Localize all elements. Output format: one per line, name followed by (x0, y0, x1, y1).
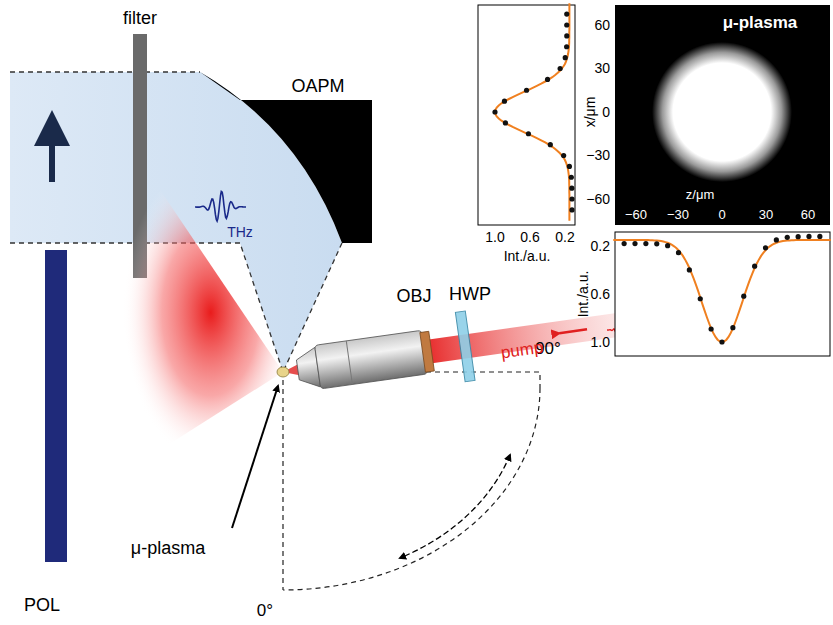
label: OBJ (396, 287, 431, 305)
data-point (569, 175, 574, 180)
rotation-arrow (400, 455, 510, 558)
waveforms (195, 192, 651, 351)
data-point (564, 12, 569, 17)
data-point (563, 55, 568, 60)
data-point (561, 153, 566, 158)
data-point (524, 88, 529, 93)
label: 0.2 (591, 239, 610, 253)
bottom-profile-frame (615, 232, 830, 356)
data-point (741, 294, 746, 299)
label: Int./a.u. (576, 271, 590, 318)
pump-arrow (559, 329, 587, 333)
label: THz (227, 225, 253, 239)
data-point (817, 234, 822, 239)
label: −30 (586, 148, 610, 162)
data-point (503, 120, 508, 125)
data-point (698, 296, 703, 301)
objective-ring (346, 341, 352, 385)
label: μ-plasma (131, 539, 205, 557)
plasma-spot (277, 367, 289, 377)
data-point (569, 196, 574, 201)
fit-curve (613, 240, 831, 342)
label: 1.0 (485, 230, 504, 244)
data-point (548, 142, 553, 147)
data-point (545, 77, 550, 82)
label: z/μm (686, 188, 714, 201)
label: −60 (586, 192, 610, 206)
label: 30 (759, 208, 773, 221)
profiles (492, 3, 830, 344)
data-point (564, 44, 569, 49)
polarization-arrow (49, 128, 55, 182)
label: x/μm (583, 97, 597, 128)
label: μ-plasma (723, 14, 798, 31)
label: POL (24, 596, 60, 614)
data-point (763, 245, 768, 250)
label: 60 (594, 18, 610, 32)
label: 0.2 (555, 230, 574, 244)
plasma-image (615, 5, 830, 225)
label: −30 (667, 208, 689, 221)
label: pump (500, 339, 544, 362)
data-point (654, 241, 659, 246)
data-point (785, 235, 790, 240)
data-point (567, 164, 572, 169)
data-point (558, 66, 563, 71)
data-point (709, 326, 714, 331)
thz-waveform (195, 192, 246, 222)
data-point (492, 109, 497, 114)
label: Int./a.u. (504, 249, 551, 263)
label: OAPM (291, 77, 344, 95)
plasma-emission (122, 175, 283, 450)
data-point (564, 22, 569, 27)
fit-curve (495, 3, 569, 221)
data-point (719, 339, 724, 344)
data-point (632, 241, 637, 246)
label: 60 (801, 208, 815, 221)
data-point (564, 33, 569, 38)
plasma-blob-glow (652, 42, 792, 182)
data-point (687, 267, 692, 272)
data-point (806, 234, 811, 239)
angle-guides (283, 372, 540, 590)
objective-body (315, 330, 428, 389)
label: 0° (257, 602, 273, 619)
data-point (676, 250, 681, 255)
data-point (774, 237, 779, 242)
data-point (502, 99, 507, 104)
data-point (643, 241, 648, 246)
data-point (569, 207, 574, 212)
left-profile-frame (478, 5, 575, 225)
label: 0 (718, 208, 725, 221)
label: 0.6 (591, 287, 610, 301)
label: 30 (594, 61, 610, 75)
data-point (730, 325, 735, 330)
polarizer (45, 250, 67, 562)
objective-collar (420, 331, 434, 372)
label: HWP (449, 285, 491, 303)
label: filter (123, 9, 157, 27)
label: −60 (625, 208, 647, 221)
label: 1.0 (591, 335, 610, 349)
data-point (622, 241, 627, 246)
data-point (752, 264, 757, 269)
half-wave-plate (455, 311, 475, 382)
data-point (665, 243, 670, 248)
data-point (796, 234, 801, 239)
label: 0.6 (520, 230, 539, 244)
data-point (526, 131, 531, 136)
label: 0 (602, 105, 610, 119)
leader-arrow (232, 386, 278, 528)
data-point (569, 186, 574, 191)
